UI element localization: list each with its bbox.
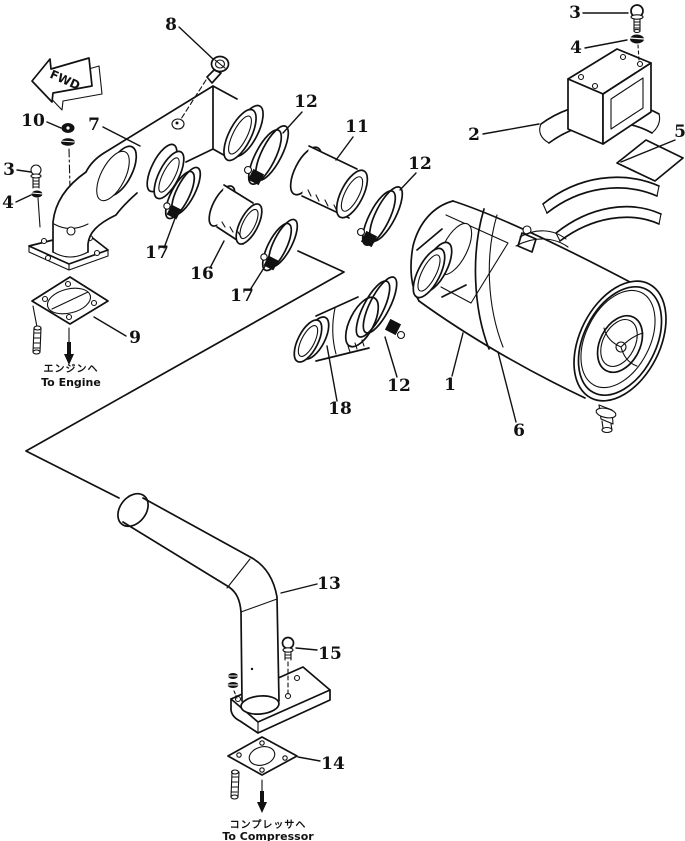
callout-2: 2: [468, 125, 480, 145]
gasket-14: [227, 736, 298, 776]
to-compressor-label-jp: コンプレッサヘ: [230, 818, 307, 831]
plug-8: [180, 55, 230, 120]
callout-18: 18: [328, 399, 352, 419]
callout-1: 1: [444, 375, 456, 395]
callout-3-left: 3: [3, 160, 15, 180]
washer-4-left2: [31, 190, 43, 198]
separator-zigzag: [25, 250, 345, 499]
callout-13: 13: [317, 574, 341, 594]
callout-17-a: 17: [145, 243, 169, 263]
callout-11: 11: [345, 117, 369, 137]
gasket-9-group: エンジンヘ To Engine: [31, 276, 109, 389]
clamp-17-left: [163, 166, 202, 220]
to-engine-arrow: [64, 327, 74, 365]
callout-8: 8: [165, 15, 177, 35]
to-compressor-label-en: To Compressor: [222, 830, 314, 841]
air-cleaner-assembly: [410, 200, 668, 434]
callout-12-c: 12: [387, 376, 411, 396]
clamp-12-upper-right: [356, 186, 404, 248]
callout-12-a: 12: [294, 92, 318, 112]
callout-14: 14: [321, 754, 345, 774]
callout-7: 7: [88, 115, 100, 135]
stud: [32, 325, 42, 355]
callout-4-left: 4: [2, 193, 14, 213]
to-compressor-arrow: [257, 779, 267, 813]
hose-16: [208, 184, 263, 245]
to-engine-label-en: To Engine: [41, 376, 101, 389]
callout-16: 16: [190, 264, 214, 284]
callout-4-top: 4: [570, 38, 582, 58]
callout-3-top: 3: [569, 3, 581, 23]
to-engine-label-jp: エンジンヘ: [44, 363, 99, 375]
callout-6: 6: [513, 421, 525, 441]
callout-9: 9: [129, 328, 141, 348]
callout-10: 10: [21, 111, 45, 131]
callout-17-b: 17: [230, 286, 254, 306]
pipe-13-assembly: コンプレッサヘ To Compressor: [117, 492, 331, 841]
clamp-12-lower: [355, 276, 406, 340]
leader-lines: [15, 12, 676, 762]
mount-plate-5: [616, 139, 684, 182]
stud-lower: [230, 769, 240, 800]
drain-valve: [595, 404, 617, 434]
fastener-stack-top-right: [629, 4, 645, 61]
fwd-direction-flag: FWD: [31, 57, 103, 111]
callout-5: 5: [674, 122, 685, 142]
clamp-17-right: [260, 218, 299, 272]
callout-15: 15: [318, 644, 342, 664]
duct-assembly-7: [28, 85, 264, 271]
hose-11: [289, 145, 369, 219]
mount-bracket: [567, 48, 652, 145]
callout-12-b: 12: [408, 154, 432, 174]
clamp-12-upper-left: [243, 125, 290, 186]
hose-18: [293, 296, 380, 363]
bolt-15: [281, 636, 295, 695]
callout-labels: 8 3 4 10 7 12 11 2 12 5 3 4 17 16 17 9 1…: [2, 3, 685, 774]
